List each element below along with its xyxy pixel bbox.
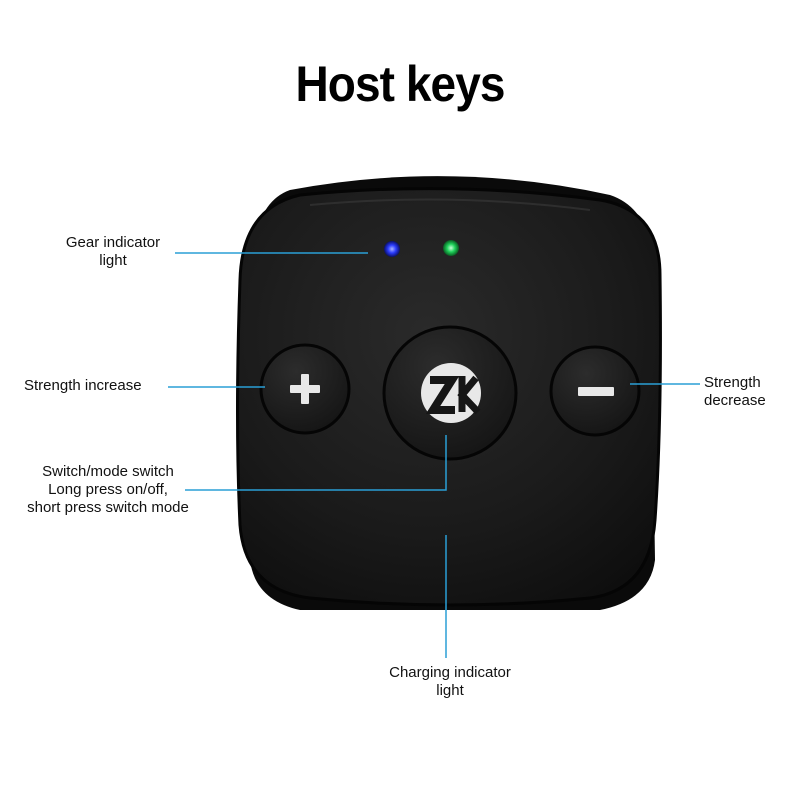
strength-increase-label: Strength increase — [24, 377, 142, 394]
strength-decrease-label: Strength decrease — [704, 374, 766, 409]
page-title: Host keys — [295, 56, 505, 112]
zk-logo-icon — [421, 363, 481, 423]
switch-mode-label: Switch/mode switch Long press on/off, sh… — [27, 463, 189, 516]
charging-indicator-label: Charging indicator light — [389, 664, 511, 699]
gear-indicator-led-green — [443, 240, 459, 256]
gear-indicator-led-blue — [384, 241, 400, 257]
leader-lines — [168, 252, 700, 658]
gear-indicator-label: Gear indicator light — [65, 234, 161, 269]
